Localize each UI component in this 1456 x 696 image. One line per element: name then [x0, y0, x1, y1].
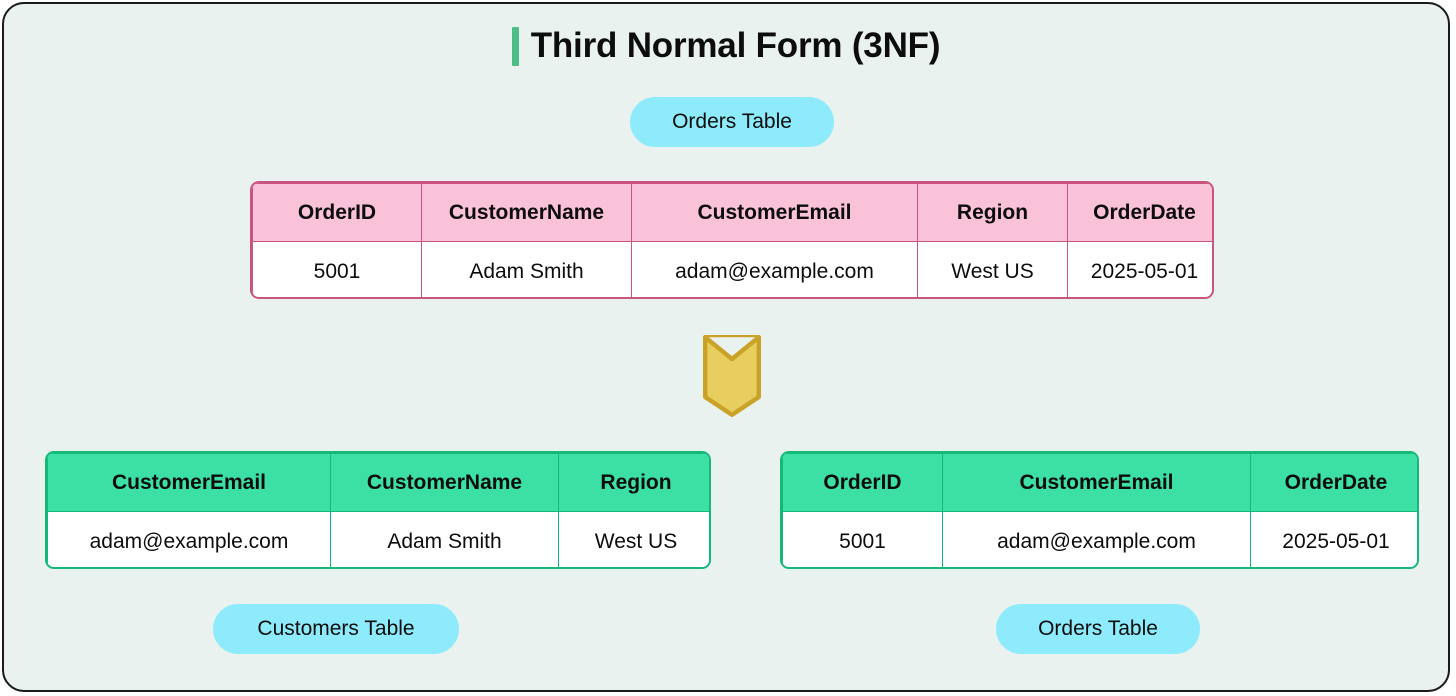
table-header-row: OrderID CustomerEmail OrderDate: [782, 453, 1417, 512]
table-header-row: CustomerEmail CustomerName Region: [47, 453, 709, 512]
table-header-row: OrderID CustomerName CustomerEmail Regio…: [252, 183, 1212, 242]
cell-orderdate: 2025-05-01: [1250, 511, 1417, 567]
column-header-region: Region: [558, 453, 709, 512]
table-row: 5001 Adam Smith adam@example.com West US…: [252, 241, 1212, 297]
cell-orderid: 5001: [252, 241, 422, 297]
title-accent-bar: [511, 26, 519, 66]
cell-orderdate: 2025-05-01: [1067, 241, 1212, 297]
column-header-orderid: OrderID: [782, 453, 943, 512]
column-header-customeremail: CustomerEmail: [942, 453, 1251, 512]
table-row: adam@example.com Adam Smith West US: [47, 511, 709, 567]
cell-orderid: 5001: [782, 511, 943, 567]
title-text: Third Normal Form (3NF): [530, 26, 941, 65]
column-header-customername: CustomerName: [330, 453, 559, 512]
column-header-customeremail: CustomerEmail: [47, 453, 331, 512]
cell-region: West US: [917, 241, 1068, 297]
chevron-down-banner-icon: [703, 335, 761, 417]
orders-table-label-bottom: Orders Table: [996, 604, 1200, 654]
column-header-region: Region: [917, 183, 1068, 242]
column-header-customeremail: CustomerEmail: [631, 183, 918, 242]
cell-customername: Adam Smith: [421, 241, 632, 297]
cell-customeremail: adam@example.com: [631, 241, 918, 297]
cell-region: West US: [558, 511, 709, 567]
page-title: Third Normal Form (3NF): [4, 20, 1448, 72]
orders-table-after: OrderID CustomerEmail OrderDate 5001 ada…: [780, 451, 1419, 569]
orders-table-before: OrderID CustomerName CustomerEmail Regio…: [250, 181, 1214, 299]
column-header-orderid: OrderID: [252, 183, 422, 242]
column-header-orderdate: OrderDate: [1067, 183, 1212, 242]
column-header-customername: CustomerName: [421, 183, 632, 242]
customers-table-after: CustomerEmail CustomerName Region adam@e…: [45, 451, 711, 569]
customers-table-label: Customers Table: [213, 604, 459, 654]
column-header-orderdate: OrderDate: [1250, 453, 1417, 512]
table-row: 5001 adam@example.com 2025-05-01: [782, 511, 1417, 567]
cell-customeremail: adam@example.com: [942, 511, 1251, 567]
orders-table-label-top: Orders Table: [630, 97, 834, 147]
cell-customeremail: adam@example.com: [47, 511, 331, 567]
cell-customername: Adam Smith: [330, 511, 559, 567]
